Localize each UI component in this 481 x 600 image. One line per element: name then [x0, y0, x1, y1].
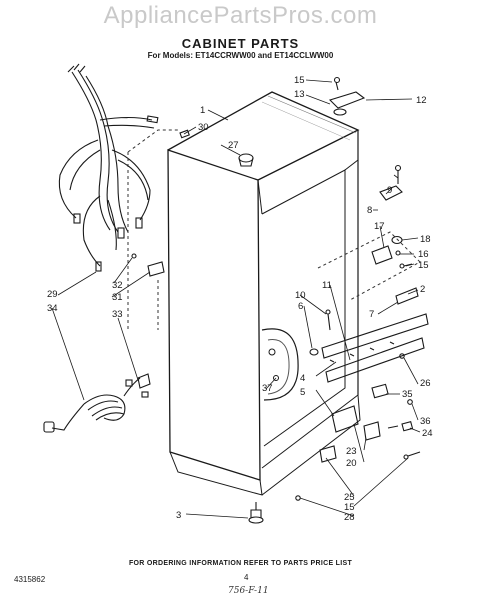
callout-6: 6 — [298, 301, 303, 312]
callout-15-bottom: 15 — [344, 502, 355, 513]
document-part-number: 4315862 — [14, 575, 46, 584]
callout-5: 5 — [300, 387, 305, 398]
cabinet-body — [167, 91, 361, 496]
watermark: AppliancePartsPros.com — [103, 2, 378, 29]
callout-15-mid: 15 — [418, 260, 429, 271]
callout-31: 31 — [112, 292, 123, 303]
diagram-title: CABINET PARTS — [181, 36, 300, 51]
callout-28: 28 — [344, 512, 355, 523]
callout-18: 18 — [420, 234, 431, 245]
hardware-parts — [131, 76, 429, 524]
leader-lines — [51, 79, 421, 519]
wiring-harness — [58, 63, 159, 272]
callout-7: 7 — [369, 309, 374, 320]
callout-20: 20 — [346, 458, 357, 469]
callout-11: 11 — [322, 280, 332, 291]
callout-23: 23 — [346, 446, 357, 457]
diagram-subtitle: For Models: ET14CCRWW00 and ET14CCLWW00 — [147, 51, 334, 60]
callout-9: 9 — [387, 185, 392, 196]
handwritten-code: 756-F-11 — [228, 586, 269, 596]
callout-30: 30 — [198, 122, 209, 133]
callout-3: 3 — [176, 510, 181, 521]
callout-29: 29 — [47, 289, 58, 300]
callout-27: 27 — [228, 140, 239, 151]
callout-8: 8 — [367, 205, 372, 216]
callout-12: 12 — [416, 95, 427, 106]
ordering-note: FOR ORDERING INFORMATION REFER TO PARTS … — [128, 560, 353, 567]
callout-35: 35 — [402, 389, 413, 400]
callout-2: 2 — [420, 284, 425, 295]
callout-36: 36 — [420, 416, 431, 427]
callout-26: 26 — [420, 378, 431, 389]
callout-labels: 1 2 3 4 5 6 7 8 9 10 11 12 13 15 15 15 1… — [47, 75, 433, 523]
grouping-lines — [127, 129, 421, 330]
callout-15-top: 15 — [294, 75, 305, 86]
callout-24: 24 — [422, 428, 433, 439]
callout-17: 17 — [374, 221, 385, 232]
callout-25: 25 — [344, 492, 355, 503]
callout-33: 33 — [112, 309, 123, 320]
callout-1: 1 — [200, 105, 205, 116]
callout-37: 37 — [262, 383, 273, 394]
callout-34: 34 — [47, 303, 58, 314]
power-cord — [43, 377, 149, 433]
callout-16: 16 — [418, 249, 429, 260]
page-number: 4 — [244, 573, 249, 582]
callout-10: 10 — [295, 290, 306, 301]
callout-32: 32 — [112, 280, 123, 291]
callout-13: 13 — [294, 89, 305, 100]
callout-4: 4 — [300, 373, 305, 384]
